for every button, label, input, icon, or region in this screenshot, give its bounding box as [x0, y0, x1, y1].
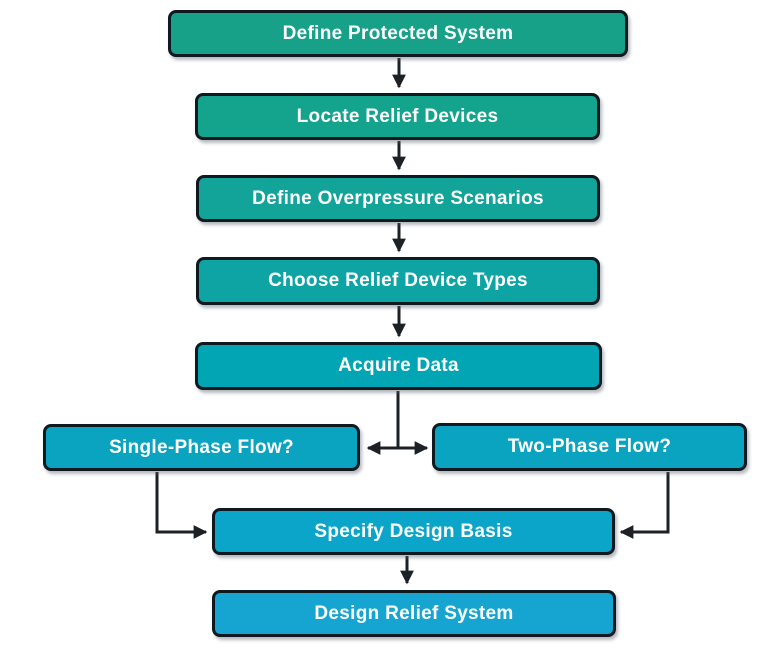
node-specify-design-basis: Specify Design Basis: [212, 508, 615, 555]
node-label: Two-Phase Flow?: [507, 436, 672, 457]
node-label: Design Relief System: [314, 602, 514, 624]
node-design-relief-system: Design Relief System: [212, 590, 616, 637]
node-label: Define Protected System: [282, 22, 514, 44]
node-locate-relief-devices: Locate Relief Devices: [195, 93, 600, 140]
node-define-overpressure-scenarios: Define Overpressure Scenarios: [196, 175, 600, 222]
node-label: Single-Phase Flow?: [109, 436, 294, 458]
node-single-phase-flow: Single-Phase Flow?: [43, 424, 360, 471]
node-define-protected-system: Define Protected System: [168, 10, 628, 57]
node-label: Specify Design Basis: [314, 520, 513, 542]
node-label: Acquire Data: [338, 355, 459, 376]
node-acquire-data: Acquire Data: [195, 342, 602, 390]
node-label: Locate Relief Devices: [296, 105, 499, 127]
node-two-phase-flow: Two-Phase Flow?: [432, 423, 747, 471]
node-label: Define Overpressure Scenarios: [252, 187, 544, 209]
edge-single-phase-to-specify: [155, 472, 208, 539]
node-label: Choose Relief Device Types: [268, 270, 528, 291]
edge-two-phase-to-specify: [619, 472, 670, 539]
node-choose-relief-device-types: Choose Relief Device Types: [196, 257, 600, 305]
